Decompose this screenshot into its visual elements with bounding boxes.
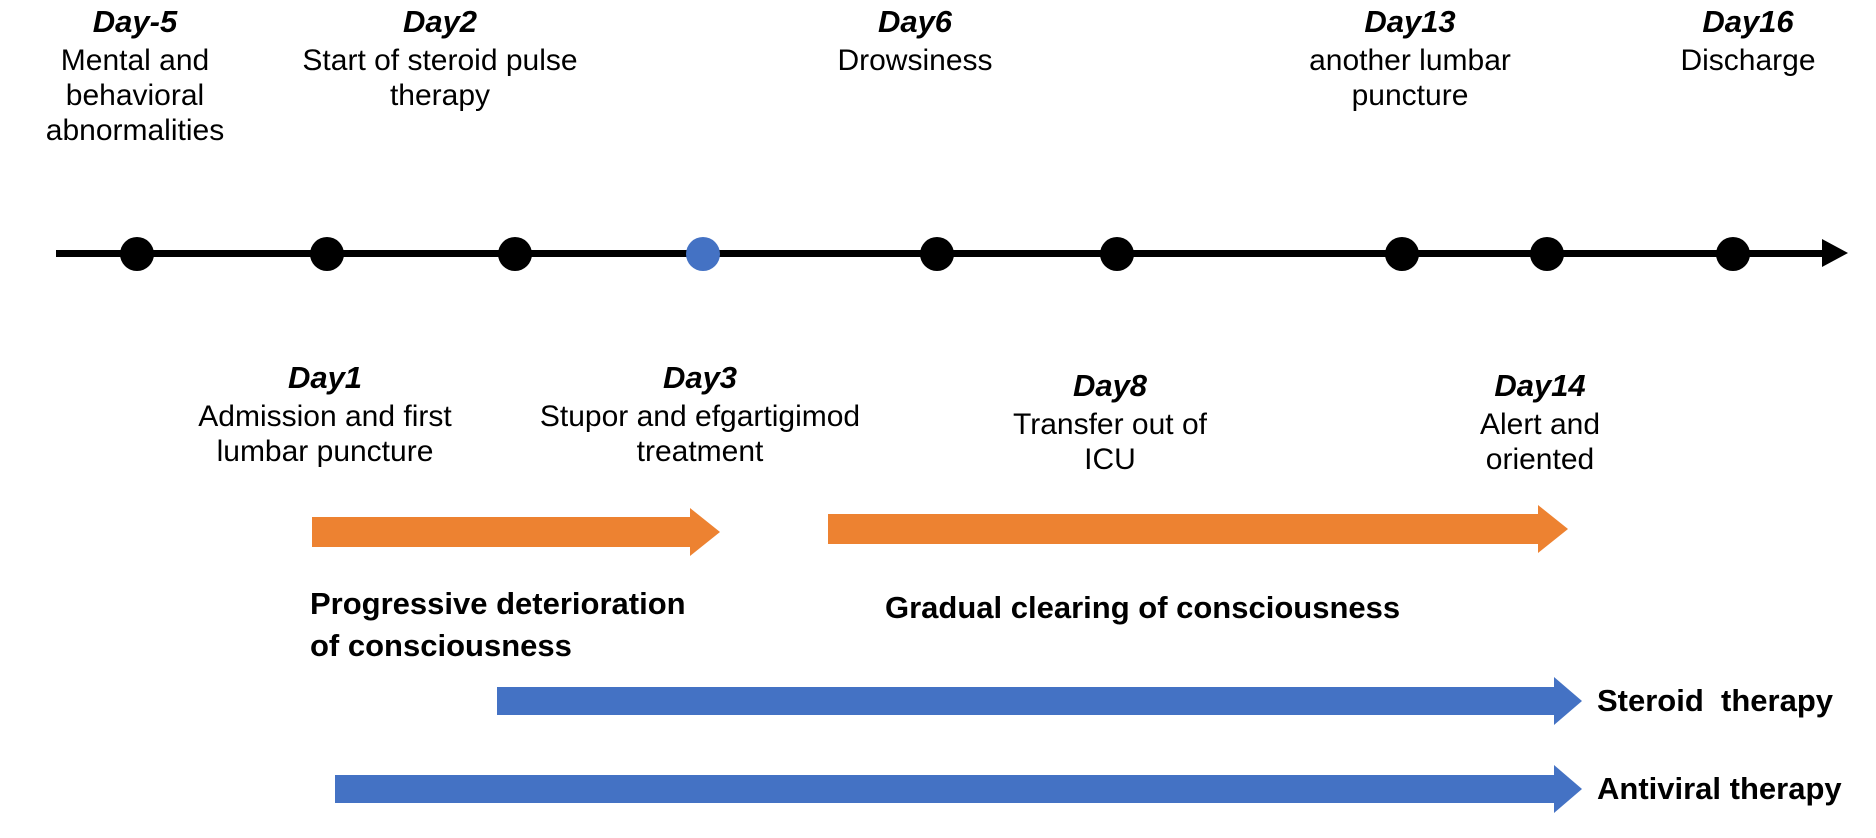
event-description: another lumbar puncture [1309,43,1511,112]
therapy-arrow-steroid [497,677,1582,725]
event-above-day6: Day6 Drowsiness [790,4,1040,78]
event-above-day2: Day2 Start of steroid pulse therapy [270,4,610,113]
timeline-marker-day-minus5[interactable] [120,237,154,271]
phase-arrow-shaft [312,517,690,547]
timeline-marker-day2[interactable] [498,237,532,271]
timeline-marker-day14[interactable] [1530,237,1564,271]
timeline-marker-day6[interactable] [920,237,954,271]
therapy-arrow-head [1554,765,1582,813]
timeline-marker-day13[interactable] [1385,237,1419,271]
event-description: Admission and first lumbar puncture [198,399,452,468]
event-below-day1: Day1 Admission and first lumbar puncture [165,360,485,469]
event-day-label: Day14 [1494,368,1586,403]
event-description: Stupor and efgartigimod treatment [539,399,861,468]
phase-caption-clearing: Gradual clearing of consciousness [885,590,1401,625]
event-above-day16: Day16 Discharge [1620,4,1876,78]
event-description: Start of steroid pulse therapy [302,43,578,112]
phase-arrow-clearing [828,505,1568,553]
timeline-marker-day1[interactable] [310,237,344,271]
event-description: Mental and behavioral abnormalities [45,43,225,148]
phase-caption-deterioration: Progressive deterioration of consciousne… [310,586,686,663]
event-description: Alert and oriented [1479,407,1601,476]
event-below-day14: Day14 Alert and oriented [1425,368,1655,477]
timeline-marker-day8[interactable] [1100,237,1134,271]
event-day-label: Day-5 [92,4,178,39]
event-day-label: Day6 [877,4,953,39]
phase-arrow-head [1538,505,1568,553]
therapy-label-steroid: Steroid therapy [1597,683,1833,718]
timeline-marker-day3[interactable] [686,237,720,271]
event-description: Transfer out of ICU [1013,407,1207,476]
event-day-label: Day16 [1702,4,1794,39]
therapy-arrow-shaft [335,775,1554,803]
phase-arrow-shaft [828,514,1538,544]
timeline-axis-arrowhead [1822,239,1848,267]
therapy-arrow-head [1554,677,1582,725]
event-day-label: Day1 [287,360,363,395]
phase-arrow-head [690,508,720,556]
therapy-label-antiviral: Antiviral therapy [1597,771,1842,806]
event-below-day8: Day8 Transfer out of ICU [985,368,1235,477]
therapy-arrow-shaft [497,687,1554,715]
event-day-label: Day8 [1072,368,1148,403]
phase-arrow-deterioration [312,508,720,556]
timeline-marker-day16[interactable] [1716,237,1750,271]
event-above-day-minus5: Day-5 Mental and behavioral abnormalitie… [0,4,270,149]
event-day-label: Day13 [1364,4,1456,39]
event-description: Drowsiness [837,43,993,77]
therapy-arrow-antiviral [335,765,1582,813]
event-day-label: Day3 [662,360,738,395]
event-above-day13: Day13 another lumbar puncture [1265,4,1555,113]
event-description: Discharge [1680,43,1816,77]
event-below-day3: Day3 Stupor and efgartigimod treatment [500,360,900,469]
event-day-label: Day2 [402,4,478,39]
